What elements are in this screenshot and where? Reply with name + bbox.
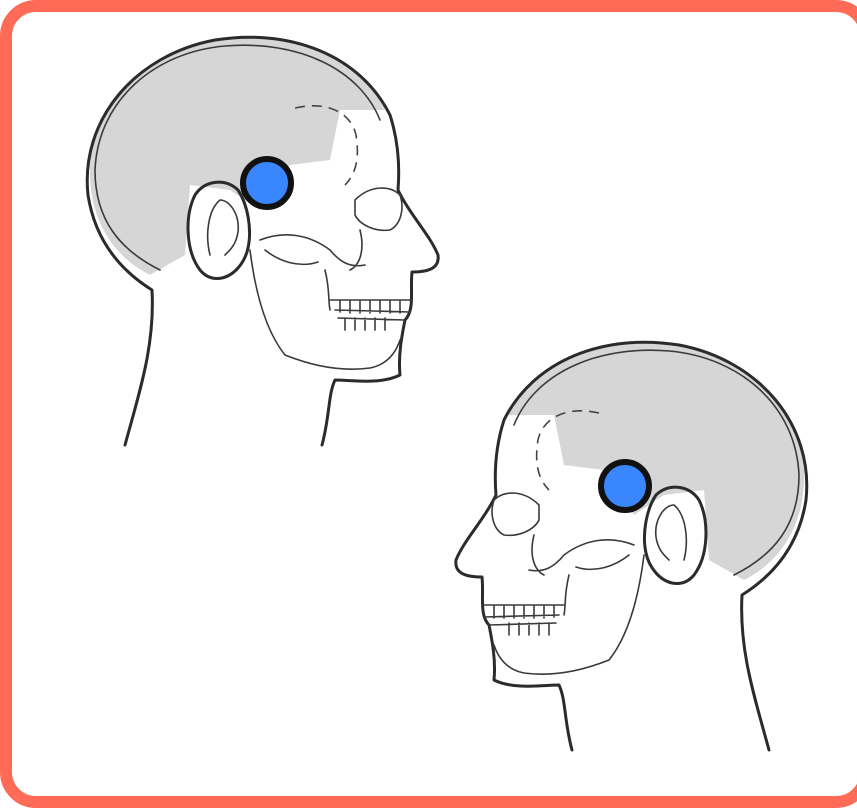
marker-dot-right-head [243, 159, 291, 207]
marker-dot-left-head [601, 462, 649, 510]
